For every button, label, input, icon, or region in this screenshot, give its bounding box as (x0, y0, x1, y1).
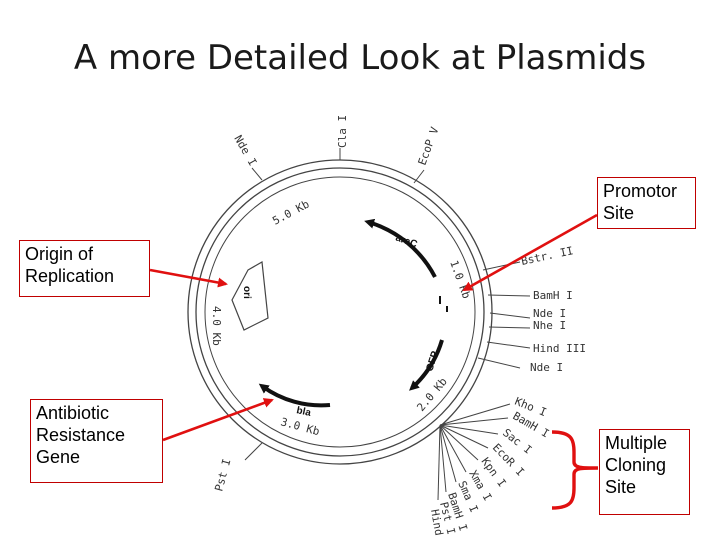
nde-low-label: Nde I (530, 361, 563, 374)
antibiotic-callout-text: Antibiotic Resistance Gene (36, 403, 126, 467)
antibiotic-callout: Antibiotic Resistance Gene (30, 399, 163, 483)
origin-arrow (149, 268, 228, 288)
bstr-label: Bstr. II (520, 244, 575, 268)
cloning-callout: Multiple Cloning Site (599, 429, 690, 515)
cloning-bracket (551, 430, 599, 510)
gfp-gene-arrow (409, 339, 444, 391)
kb5-label: 5.0 Kb (270, 198, 311, 228)
gene-arrows (258, 218, 448, 408)
hind-label: Hind III (533, 342, 586, 355)
origin-callout: Origin of Replication (19, 240, 150, 297)
bamh-label: BamH I (533, 289, 573, 302)
kb1-label: 1.0 Kb (447, 259, 473, 301)
restriction-site-ticks (244, 148, 531, 501)
kb3-label: 3.0 Kb (279, 415, 321, 438)
kb4-label: 4.0 Kb (210, 306, 223, 346)
nde-top-label: Nde I (231, 133, 259, 168)
antibiotic-arrow (162, 398, 274, 442)
nhe-label: Nhe I (533, 319, 566, 332)
origin-callout-text: Origin of Replication (25, 244, 115, 286)
nde-mid-label: Nde I (533, 307, 566, 320)
ecop-label: EcoP V (416, 125, 442, 167)
pst-label: Pst I (212, 457, 233, 492)
arac-label: araC (394, 232, 419, 250)
promotor-callout: Promotor Site (597, 177, 696, 229)
promotor-callout-text: Promotor Site (603, 181, 678, 223)
bla-label: bla (295, 405, 312, 419)
gfp-label: GFP (424, 350, 441, 373)
arac-gene-arrow (364, 218, 437, 278)
ori-box (231, 261, 269, 331)
cla-label: Cla I (336, 115, 349, 148)
cloning-callout-text: Multiple Cloning Site (605, 433, 668, 497)
ori-label: ori (241, 286, 252, 299)
slide-title: A more Detailed Look at Plasmids (73, 38, 647, 78)
promotor-arrow (462, 213, 598, 292)
bla-gene-arrow (258, 383, 331, 408)
